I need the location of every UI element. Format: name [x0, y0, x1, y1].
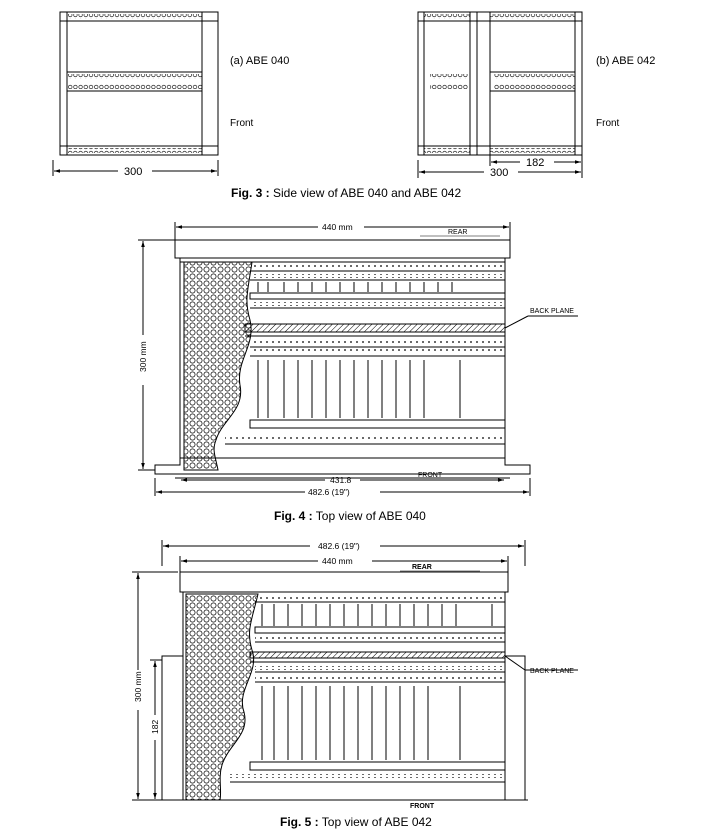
fig5-width-dimension: 440 mm: [322, 556, 353, 566]
fig5-front-label: FRONT: [410, 803, 435, 810]
fig3b-front-label: Front: [596, 118, 620, 129]
fig5-inner-depth-dimension: 182: [150, 720, 160, 734]
fig4-outer-width-dimension: 482.6 (19"): [308, 487, 350, 497]
fig3a-front-label: Front: [230, 118, 254, 129]
fig5-depth-dimension: 300 mm: [133, 671, 143, 702]
fig4-caption-text: Top view of ABE 040: [312, 509, 426, 523]
fig3b-inner-dimension: 182: [526, 157, 544, 169]
fig5-caption-number: Fig. 5 :: [280, 815, 319, 829]
fig4-width-dimension: 440 mm: [322, 222, 353, 232]
fig3-caption-number: Fig. 3 :: [231, 186, 270, 200]
fig5-outer-width-dimension: 482.6 (19"): [318, 541, 360, 551]
fig4-caption: Fig. 4 : Top view of ABE 040: [274, 509, 426, 523]
fig3-caption: Fig. 3 : Side view of ABE 040 and ABE 04…: [231, 186, 461, 200]
fig4-caption-number: Fig. 4 :: [274, 509, 313, 523]
fig3a-label: (a) ABE 040: [230, 55, 289, 67]
fig5-rear-label: REAR: [412, 564, 432, 571]
fig4-front-label: FRONT: [418, 472, 443, 479]
fig5-back-plane-label: BACK PLANE: [530, 668, 574, 675]
fig4-depth-dimension: 300 mm: [138, 341, 148, 372]
fig3a-width-dimension: 300: [124, 166, 142, 178]
fig5-caption-text: Top view of ABE 042: [318, 815, 432, 829]
top-view-abe-042: [132, 540, 578, 801]
fig3-caption-text: Side view of ABE 040 and ABE 042: [269, 186, 462, 200]
top-view-abe-040: [138, 222, 578, 496]
fig3b-width-dimension: 300: [490, 167, 508, 179]
fig4-back-plane-label: BACK PLANE: [530, 308, 574, 315]
fig5-caption: Fig. 5 : Top view of ABE 042: [280, 815, 432, 829]
fig3b-label: (b) ABE 042: [596, 55, 655, 67]
side-view-abe-040: [52, 11, 219, 176]
fig4-rear-label: REAR: [448, 229, 467, 236]
side-view-abe-042: [417, 11, 583, 178]
fig4-inner-width-dimension: 431.8: [330, 475, 352, 485]
